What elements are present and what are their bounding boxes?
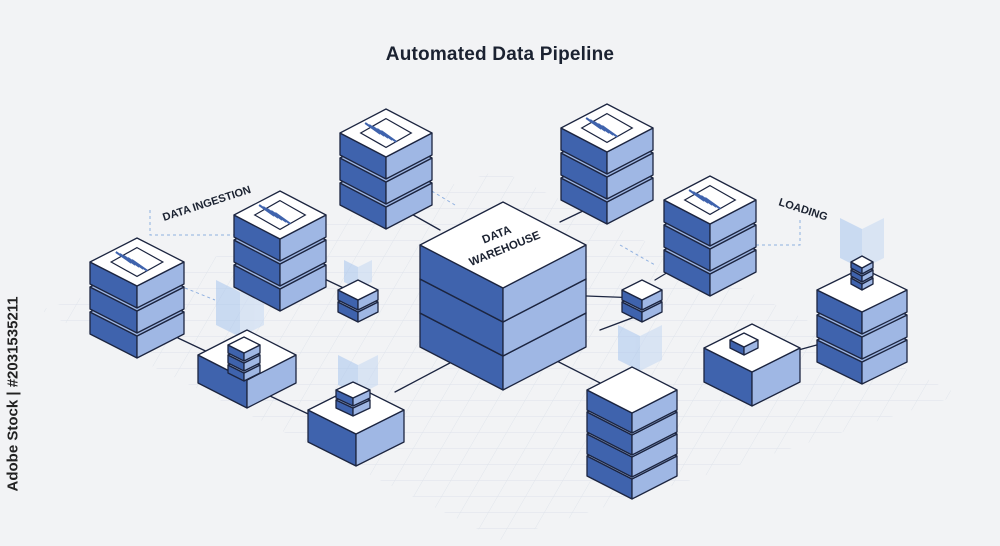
glow-right xyxy=(840,218,884,269)
document-icon xyxy=(359,117,413,149)
table-icon xyxy=(109,246,165,278)
stock-watermark-id: Adobe Stock | #2031535211 xyxy=(4,296,22,492)
label-loading: LOADING xyxy=(777,196,829,223)
node-on-hub-right xyxy=(729,332,759,356)
list-icon xyxy=(683,184,737,216)
data-warehouse xyxy=(419,201,587,391)
server-left-ingestion xyxy=(89,237,185,359)
server-top-right xyxy=(560,103,654,225)
node-on-hub-bottom xyxy=(335,381,371,417)
chart-icon xyxy=(253,199,307,231)
node-on-hub-left xyxy=(227,336,261,382)
diagram-title: Automated Data Pipeline xyxy=(385,44,615,65)
server-bottom-right xyxy=(586,366,678,500)
node-small-right xyxy=(621,279,663,323)
server-loading xyxy=(663,175,757,297)
node-small-left xyxy=(337,279,379,323)
server-top-left xyxy=(339,108,433,230)
node-glow-right xyxy=(850,255,874,291)
glow-right-center xyxy=(618,325,662,371)
server-ingestion xyxy=(233,190,327,312)
server-right-loaded xyxy=(816,267,908,385)
grid-icon xyxy=(580,112,634,144)
